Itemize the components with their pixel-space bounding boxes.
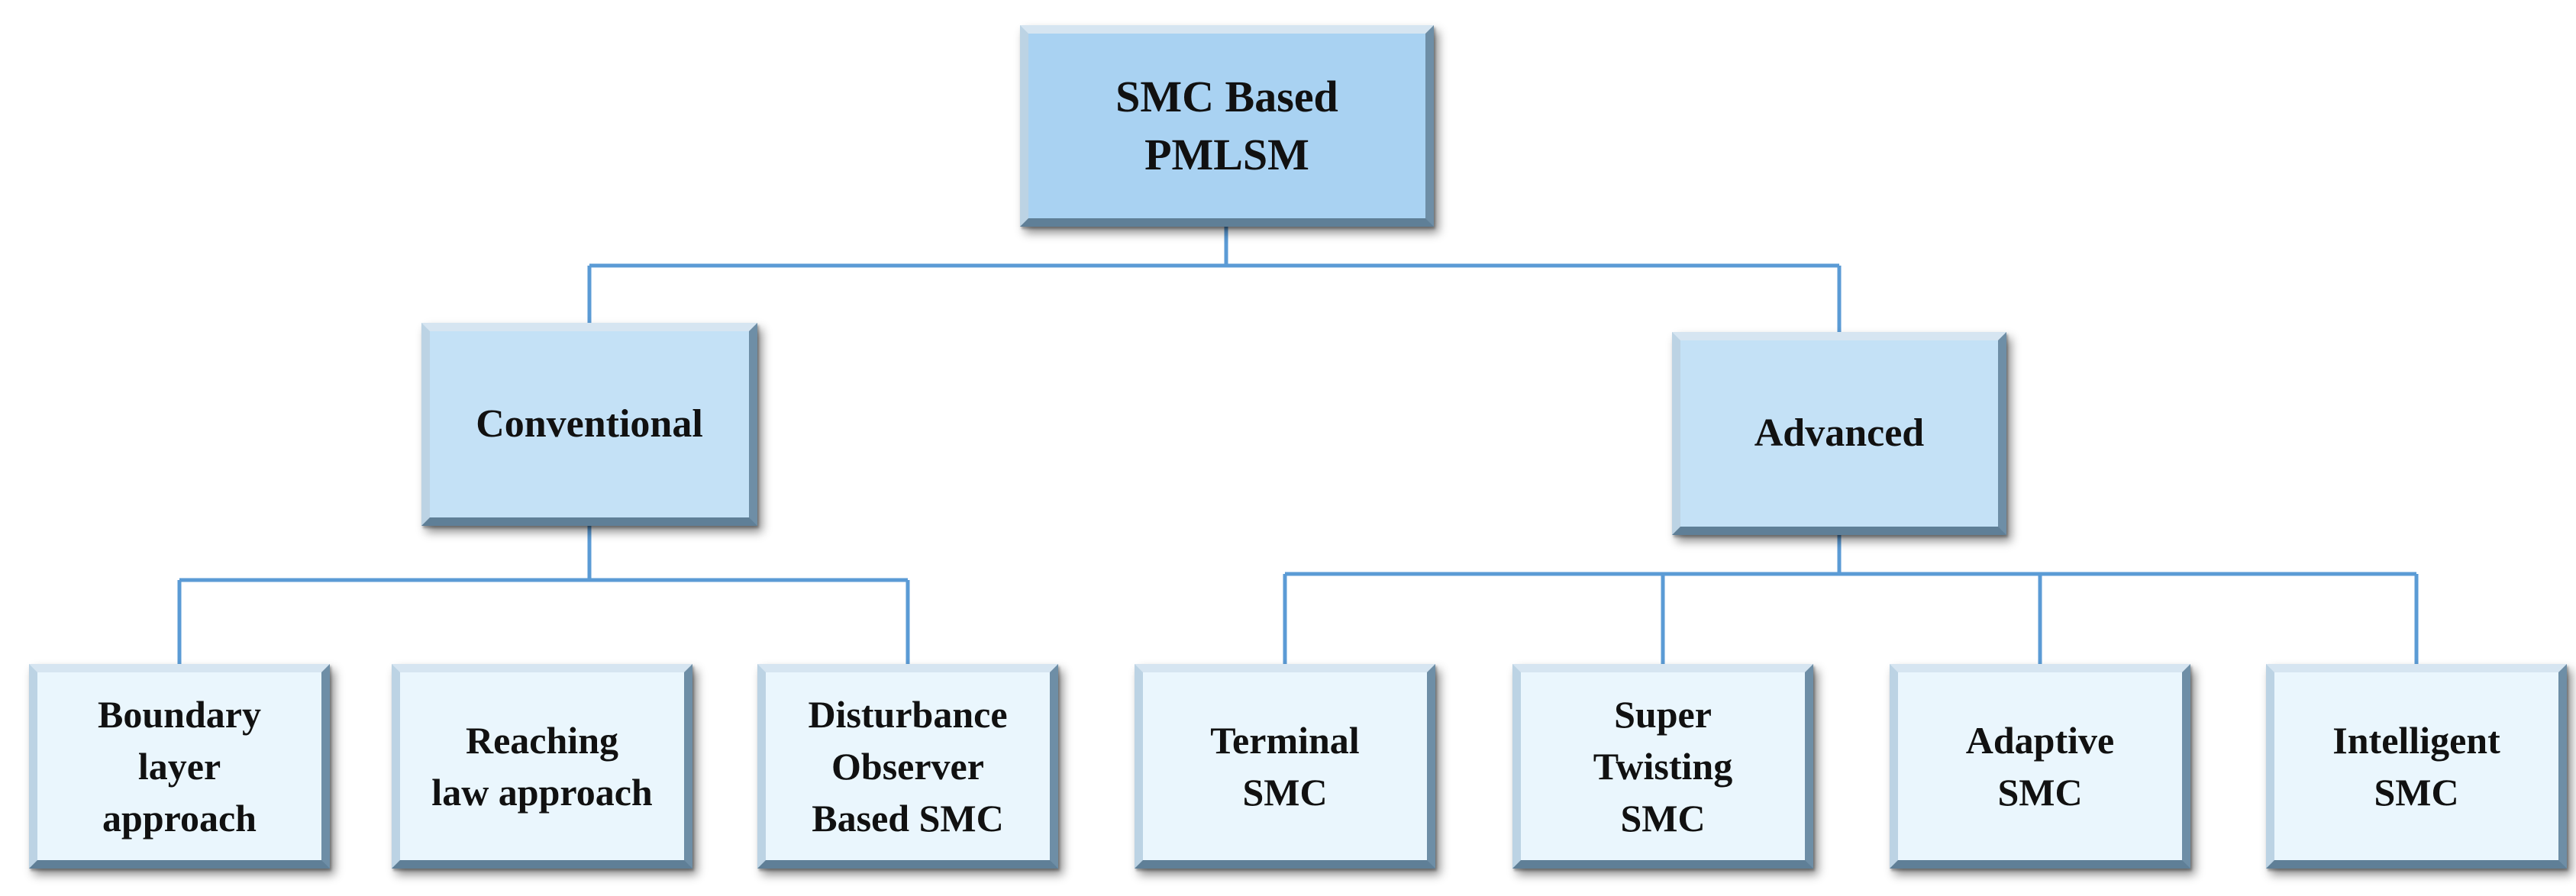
leaf-label: Adaptive SMC <box>1965 719 2115 814</box>
leaf-label: Disturbance Observer Based SMC <box>808 693 1008 840</box>
leaf-node-intelligent-smc: Intelligent SMC <box>2266 664 2567 869</box>
category-node-advanced: Advanced <box>1672 332 2006 535</box>
leaf-label: Super Twisting SMC <box>1593 693 1733 840</box>
category-label-advanced: Advanced <box>1754 411 1925 455</box>
leaf-node-super-twisting-smc: Super Twisting SMC <box>1512 664 1813 869</box>
category-node-conventional: Conventional <box>421 323 757 526</box>
root-node-smc-based-pmlsm: SMC Based PMLSM <box>1020 25 1434 227</box>
leaf-label: Intelligent SMC <box>2332 719 2500 814</box>
leaf-label: Boundary layer approach <box>98 693 261 840</box>
leaf-label: Terminal SMC <box>1210 719 1360 814</box>
leaf-label: Reaching law approach <box>431 719 653 814</box>
category-label-conventional: Conventional <box>476 402 703 446</box>
leaf-node-reaching-law: Reaching law approach <box>392 664 692 869</box>
leaf-node-terminal-smc: Terminal SMC <box>1135 664 1435 869</box>
root-node-label: SMC Based PMLSM <box>1115 72 1338 179</box>
leaf-node-disturbance-observer: Disturbance Observer Based SMC <box>757 664 1058 869</box>
leaf-node-adaptive-smc: Adaptive SMC <box>1890 664 2190 869</box>
leaf-node-boundary-layer: Boundary layer approach <box>29 664 330 869</box>
